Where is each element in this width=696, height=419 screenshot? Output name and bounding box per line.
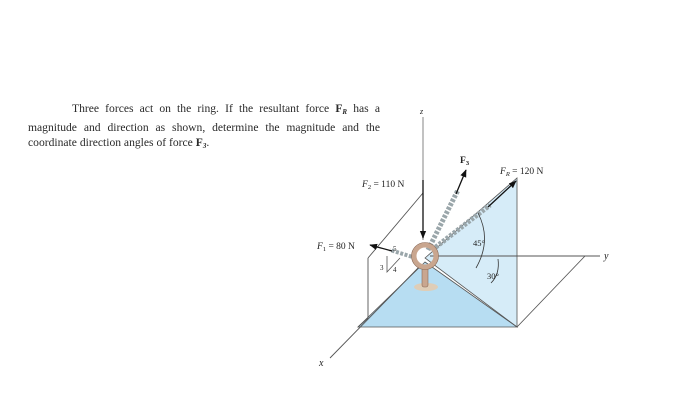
problem-text: Three forces act on the ring. If the res…: [28, 101, 380, 155]
x-axis-label: x: [318, 358, 324, 369]
ring-outline: [411, 242, 439, 270]
problem-text-part2: has a magnitude and direction as shown, …: [28, 102, 380, 150]
angle-45-arc: [475, 212, 485, 269]
f3-symbol-sub: 3: [202, 142, 207, 151]
f2-label: F2 = 110 N: [361, 180, 404, 191]
f3-label: F3: [460, 156, 470, 167]
f1-label: F1 = 80 N: [316, 242, 355, 253]
f3-arrow: [455, 169, 467, 195]
f2-sub: 2: [368, 184, 371, 191]
slope-vert-label: 3: [380, 264, 384, 272]
problem-text-end: .: [206, 136, 210, 150]
slope-hyp-label: 5: [393, 245, 397, 253]
problem-text-part1: Three forces act on the ring. If the res…: [72, 102, 336, 115]
f2-sym: F: [361, 180, 368, 190]
fr-symbol-sub: R: [342, 108, 348, 116]
f1-arrow: [369, 243, 393, 252]
slope-triangle: [386, 256, 401, 274]
fr-sym: F: [499, 167, 506, 177]
f2-val: = 110 N: [371, 180, 404, 190]
f3-sub: 3: [466, 160, 470, 167]
floor-right-edge: [516, 255, 586, 328]
f3-sym: F: [460, 156, 466, 166]
fr-symbol-letter: F: [335, 102, 343, 115]
f3-symbol-letter: F: [195, 136, 203, 150]
fr-val: = 120 N: [510, 167, 544, 177]
fr-sub: R: [505, 171, 510, 178]
fr-symbol: FR: [335, 102, 348, 116]
y-axis-label: y: [603, 251, 609, 262]
z-axis-label: z: [419, 107, 424, 116]
fr-arrow: [487, 180, 517, 208]
f3-symbol: F3: [195, 136, 207, 151]
fr-label: FR = 120 N: [499, 167, 544, 178]
f3-chain: [425, 188, 461, 252]
x-axis: [329, 265, 421, 359]
box-floor-left: [357, 317, 369, 328]
angle-30-arc: [490, 258, 499, 284]
ring: [411, 242, 439, 270]
f1-sub: 1: [323, 246, 326, 253]
angle-30-label: 30°: [487, 271, 499, 281]
fr-chain: [430, 203, 492, 252]
f1-sym: F: [316, 242, 323, 252]
f1-val: = 80 N: [326, 242, 355, 252]
slope-horiz-label: 4: [393, 266, 397, 274]
angle-45-label: 45°: [473, 238, 485, 248]
problem-statement: Three forces act on the ring. If the res…: [28, 101, 380, 155]
